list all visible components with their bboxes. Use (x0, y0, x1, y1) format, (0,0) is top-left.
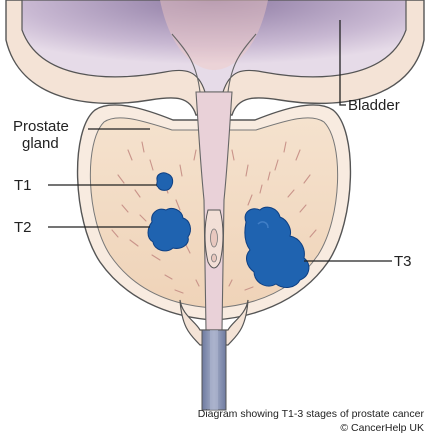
label-prostate-line2: gland (22, 135, 59, 152)
label-t2: T2 (14, 219, 32, 236)
tumour-t1 (157, 173, 173, 191)
caption-title: Diagram showing T1-3 stages of prostate … (198, 408, 425, 420)
caption-credit: © CancerHelp UK (340, 422, 424, 434)
label-bladder: Bladder (348, 97, 400, 114)
label-prostate-line1: Prostate (13, 118, 69, 135)
label-t3: T3 (394, 253, 412, 270)
label-t1: T1 (14, 177, 32, 194)
